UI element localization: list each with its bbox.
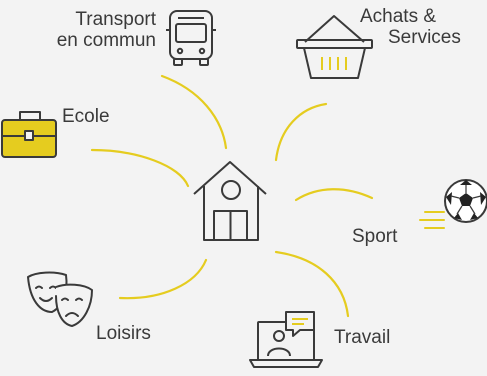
briefcase-icon [1,111,57,158]
shopping-basket-icon [296,15,373,79]
chat-bubble-icon [285,311,315,337]
connector-lines [90,74,374,318]
theater-masks-icon [27,271,93,327]
label-loisirs: Loisirs [96,323,151,344]
connector-travail [274,250,350,318]
label-achats-line2: Services [388,27,461,48]
label-transport-line1: Transport [75,9,156,30]
label-travail: Travail [334,327,391,348]
soccer-ball-icon [444,179,487,223]
label-sport: Sport [352,226,398,247]
connector-loisirs [118,258,208,300]
house-icon [193,161,267,241]
connector-ecole [90,148,190,188]
connector-transport [160,74,228,150]
label-ecole: Ecole [62,106,110,127]
label-transport-line2: en commun [56,30,156,51]
label-achats: Achats & Services [360,6,461,48]
label-achats-line1: Achats & [360,6,437,27]
connector-sport [294,188,374,202]
bus-icon [166,10,216,66]
speed-lines [419,211,445,229]
basket-slats [321,57,347,70]
connector-achats [274,102,328,162]
label-transport: Transport en commun [26,9,156,51]
